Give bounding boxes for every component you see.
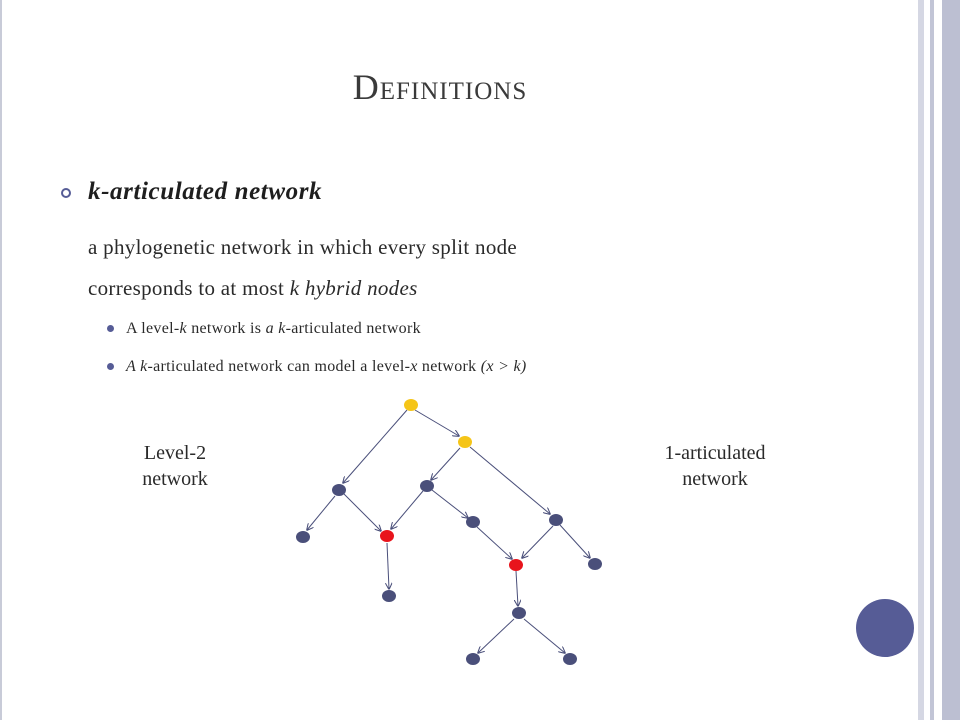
sub-bullet-2-part: network (417, 358, 481, 375)
edge (391, 490, 424, 529)
right-decor-gap (934, 0, 942, 720)
tree-node (420, 480, 434, 492)
edge (343, 409, 408, 483)
tree-node (512, 607, 526, 619)
edge (431, 489, 468, 518)
network-edges (307, 409, 590, 653)
edge (516, 570, 518, 606)
definition-line-1: a phylogenetic network in which every sp… (88, 235, 518, 259)
right-decor-bar (930, 0, 934, 720)
tree-node (588, 558, 602, 570)
sub-bullet-1-part: A level- (126, 320, 180, 337)
network-nodes (296, 399, 602, 665)
edge (431, 447, 461, 480)
left-border (0, 0, 10, 720)
edge (523, 618, 565, 653)
edge (522, 525, 554, 558)
definition-line-2: corresponds to at most k hybrid nodes (88, 276, 418, 301)
sub-bullet-1-part: a k (265, 320, 286, 337)
tree-node (332, 484, 346, 496)
level-2-label: Level-2 network (110, 440, 240, 492)
root-node (458, 436, 472, 448)
hybrid-node (380, 530, 394, 542)
level-2-label-line-2: network (142, 468, 208, 490)
slide-title: Definitions (352, 67, 528, 107)
sub-bullet-2-part: x (410, 358, 418, 375)
tree-node (466, 653, 480, 665)
sub-bullet-1-part: k (179, 320, 187, 337)
right-decor-bar (942, 0, 960, 720)
tree-node (549, 514, 563, 526)
sub-bullet-2: A k-articulated network can model a leve… (126, 358, 527, 376)
sub-bullet-1: A level-k network is a k-articulated net… (126, 320, 421, 338)
edge (414, 409, 459, 436)
tree-node (382, 590, 396, 602)
right-decor-gap (924, 0, 930, 720)
edge (307, 495, 336, 530)
right-decor-bar (918, 0, 924, 720)
decorative-circle (856, 599, 914, 657)
sub-bullet-1-part: network is (186, 320, 266, 337)
root-node (404, 399, 418, 411)
articulated-label-line-1: 1-articulated (664, 442, 766, 464)
edge (343, 493, 381, 531)
tree-node (466, 516, 480, 528)
edge (476, 526, 512, 559)
edge (559, 524, 590, 558)
bullet-ring-icon (61, 188, 71, 198)
sub-bullet-2-part: A k (126, 358, 148, 375)
edge (469, 446, 550, 514)
definition-line-2-italic: k hybrid nodes (289, 276, 418, 300)
hybrid-node (509, 559, 523, 571)
tree-node (296, 531, 310, 543)
sub-bullet-2-part: (x > k) (480, 358, 527, 375)
edge (478, 618, 515, 653)
sub-bullet-1-part: -articulated network (285, 320, 421, 337)
sub-bullet-dot-icon (107, 325, 114, 332)
definition-line-2-text: corresponds to at most (88, 276, 290, 300)
sub-bullet-dot-icon (107, 363, 114, 370)
edge (387, 542, 389, 589)
articulated-label-line-2: network (682, 468, 748, 490)
level-2-label-line-1: Level-2 (143, 442, 207, 464)
tree-node (563, 653, 577, 665)
articulated-label: 1-articulated network (630, 440, 800, 492)
definition-heading: k-articulated network (88, 178, 323, 205)
sub-bullet-2-part: -articulated network can model a level- (147, 358, 411, 375)
